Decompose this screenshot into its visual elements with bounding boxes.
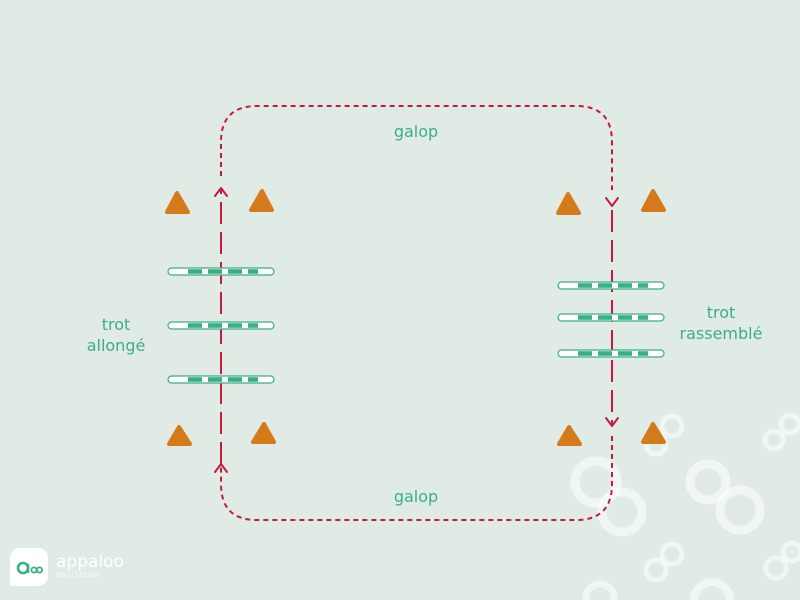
trot-allonge-label: trot allongé — [68, 314, 164, 356]
ring — [685, 459, 731, 505]
ring — [763, 555, 789, 581]
down-arrow-icon — [605, 417, 619, 427]
trot-allonge-line2: allongé — [86, 336, 146, 355]
galop-label-bottom: galop — [393, 487, 439, 506]
ring — [570, 456, 622, 508]
cones — [165, 189, 666, 446]
ring — [643, 557, 669, 583]
galop-path-bottom — [220, 436, 613, 521]
galop-label-top: galop — [393, 122, 439, 141]
logo-subtitle-text: équitation — [56, 571, 102, 579]
ground-pole-icon — [557, 313, 665, 322]
poles-right — [557, 281, 665, 358]
galop-path-top — [220, 105, 613, 190]
ring — [715, 485, 765, 535]
traffic-cone-icon — [556, 192, 581, 215]
ring — [690, 578, 734, 600]
ring — [597, 487, 647, 537]
galop-path — [220, 105, 613, 521]
poles-left — [167, 267, 275, 384]
up-arrow-icon — [214, 187, 228, 197]
trot-allonge-line1: trot — [101, 315, 131, 334]
ground-pole-icon — [557, 349, 665, 358]
trot-path — [220, 188, 613, 464]
ground-pole-icon — [557, 281, 665, 290]
direction-arrows — [214, 187, 619, 473]
logo-glyph-icon — [16, 561, 43, 575]
trot-rassemble-label: trot rassemblé — [668, 302, 774, 344]
traffic-cone-icon — [167, 425, 192, 446]
appaloo-logo-icon — [10, 548, 48, 586]
ground-pole-icon — [167, 375, 275, 384]
ring — [762, 428, 786, 452]
trot-rassemble-line1: trot — [706, 303, 736, 322]
down-arrow-icon — [605, 197, 619, 207]
ring — [659, 541, 685, 567]
ground-pole-icon — [167, 321, 275, 330]
traffic-cone-icon — [165, 191, 190, 214]
ring — [780, 540, 800, 564]
ring — [582, 580, 618, 600]
traffic-cone-icon — [641, 422, 666, 444]
traffic-cone-icon — [251, 422, 276, 444]
traffic-cone-icon — [249, 189, 274, 212]
ring — [778, 412, 800, 436]
trot-rassemble-line2: rassemblé — [679, 324, 763, 343]
ring — [659, 413, 685, 439]
traffic-cone-icon — [641, 189, 666, 212]
logo-brand-text: appaloo — [56, 552, 124, 572]
ground-pole-icon — [167, 267, 275, 276]
traffic-cone-icon — [557, 425, 582, 446]
up-arrow-icon — [214, 463, 228, 473]
decorative-rings — [570, 412, 800, 600]
